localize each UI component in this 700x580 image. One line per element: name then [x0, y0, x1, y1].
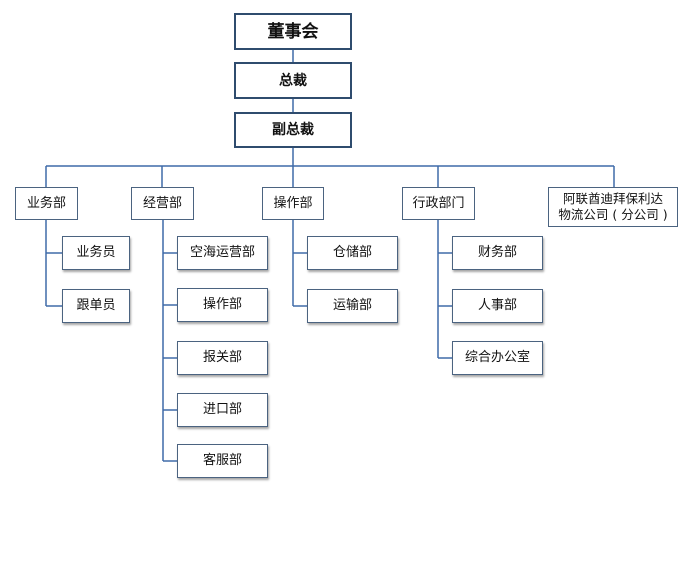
admin-child-finance-label: 财务部 — [477, 245, 517, 260]
operations-child-customer-service: 客服部 — [177, 444, 268, 478]
admin-child-hr: 人事部 — [452, 289, 543, 323]
operate-child-transport-label: 运输部 — [332, 298, 372, 313]
dept-branch: 阿联酋迪拜保利达 物流公司 ( 分公司 ) — [548, 187, 678, 227]
dept-business-label: 业务部 — [26, 195, 66, 211]
operations-child-customs-label: 报关部 — [202, 350, 242, 365]
operations-child-customs: 报关部 — [177, 341, 268, 375]
dept-admin: 行政部门 — [402, 187, 475, 220]
vice-president-node: 副总裁 — [234, 112, 352, 148]
operate-child-warehouse: 仓储部 — [307, 236, 398, 270]
dept-admin-label: 行政部门 — [412, 195, 465, 211]
vice-president-label: 副总裁 — [272, 122, 314, 138]
operate-child-warehouse-label: 仓储部 — [332, 245, 372, 260]
operations-child-operation: 操作部 — [177, 288, 268, 322]
dept-branch-label-line2: 物流公司 ( 分公司 ) — [558, 207, 668, 222]
business-child-salesperson: 业务员 — [62, 236, 130, 270]
operations-child-air-sea: 空海运营部 — [177, 236, 268, 270]
dept-branch-label-line1: 阿联酋迪拜保利达 — [562, 191, 663, 206]
business-child-merchandiser: 跟单员 — [62, 289, 130, 323]
dept-business: 业务部 — [15, 187, 78, 220]
operate-child-transport: 运输部 — [307, 289, 398, 323]
board-label: 董事会 — [267, 21, 319, 42]
dept-operate-label: 操作部 — [273, 195, 313, 211]
admin-child-general-office-label: 综合办公室 — [464, 350, 530, 365]
dept-operations-label: 经营部 — [142, 195, 182, 211]
president-label: 总裁 — [279, 72, 307, 89]
dept-operate: 操作部 — [262, 187, 324, 220]
admin-child-hr-label: 人事部 — [477, 298, 517, 313]
board-node: 董事会 — [234, 13, 352, 50]
business-child-merchandiser-label: 跟单员 — [76, 298, 116, 313]
operations-child-import-label: 进口部 — [202, 402, 242, 417]
business-child-salesperson-label: 业务员 — [76, 245, 116, 260]
operations-child-customer-service-label: 客服部 — [202, 453, 242, 468]
admin-child-finance: 财务部 — [452, 236, 543, 270]
operations-child-air-sea-label: 空海运营部 — [189, 245, 255, 260]
president-node: 总裁 — [234, 62, 352, 99]
operations-child-import: 进口部 — [177, 393, 268, 427]
admin-child-general-office: 综合办公室 — [452, 341, 543, 375]
dept-operations: 经营部 — [131, 187, 194, 220]
operations-child-operation-label: 操作部 — [202, 297, 242, 312]
